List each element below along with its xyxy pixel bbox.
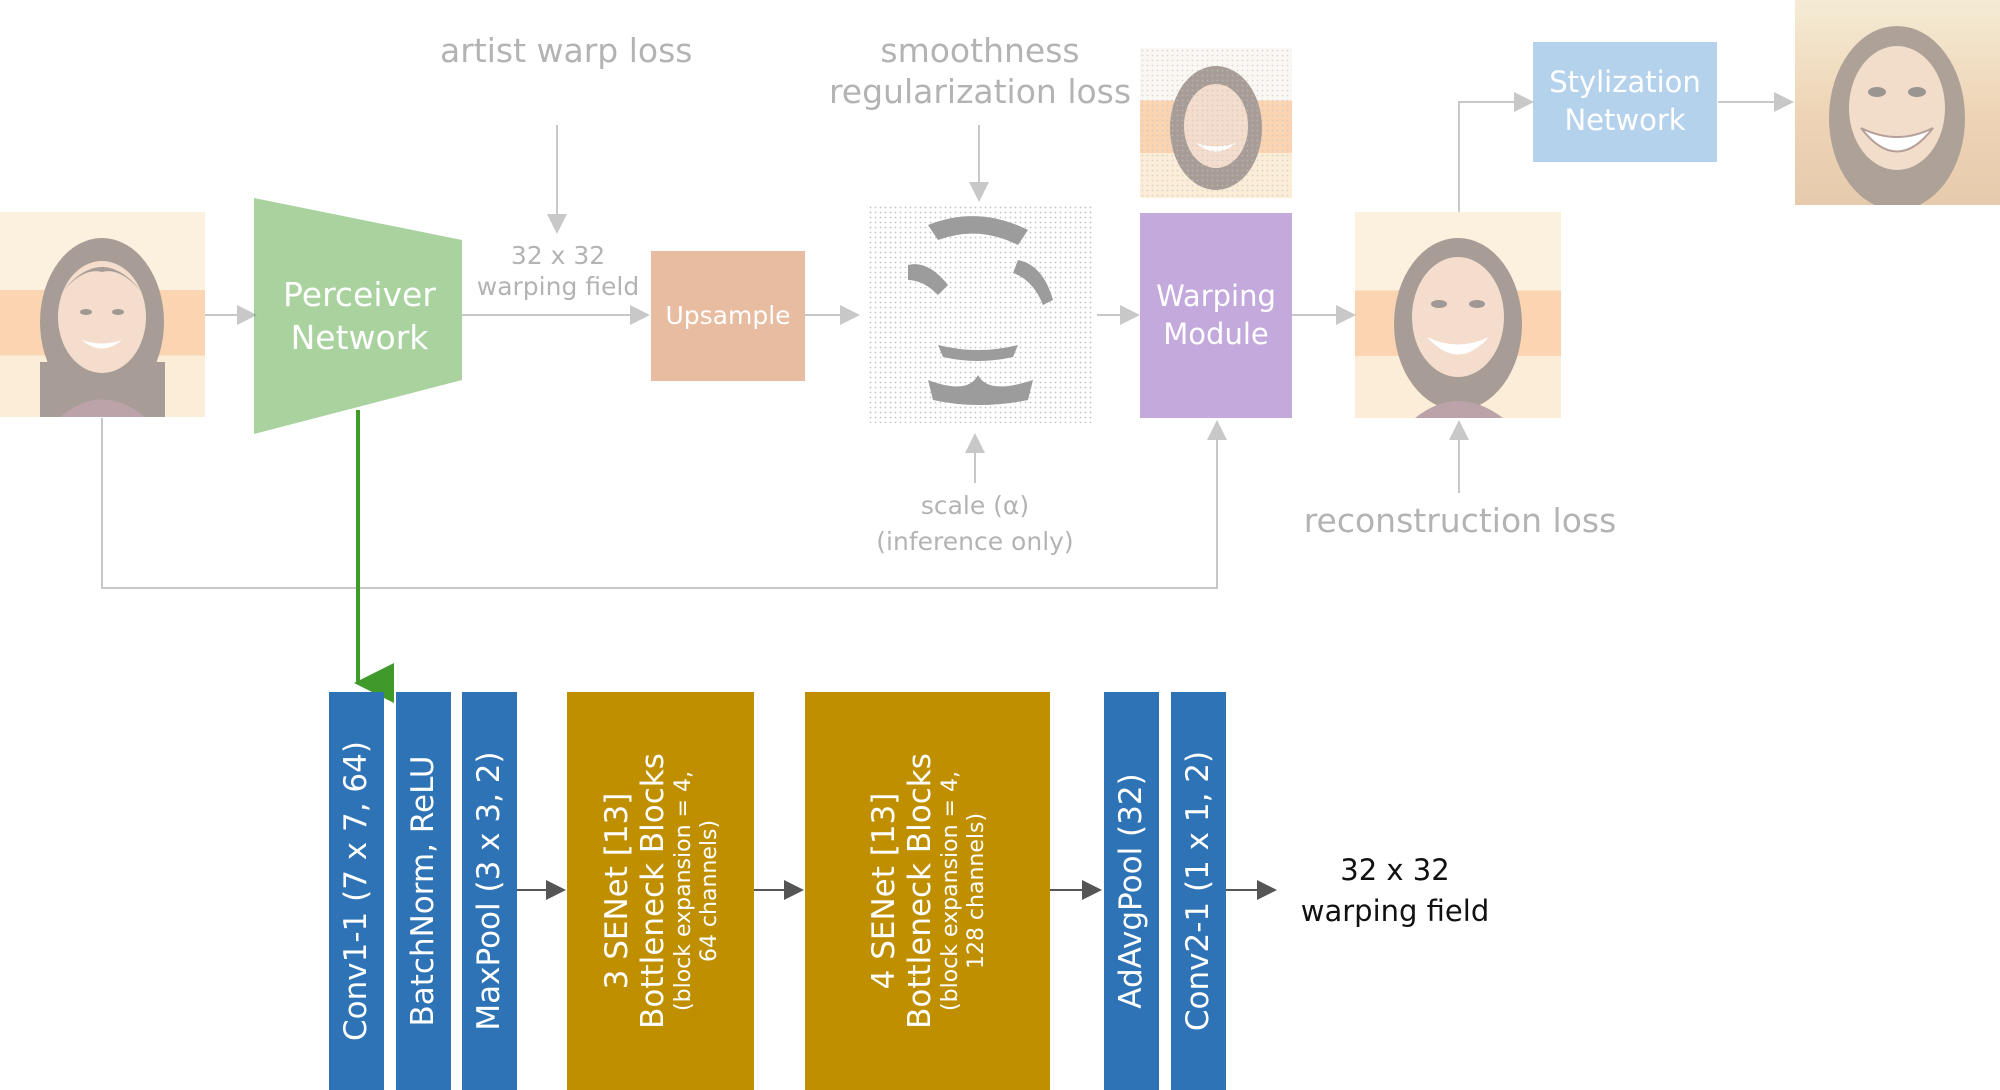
senet4-block: 4 SENet [13] Bottleneck Blocks (block ex…	[805, 692, 1050, 1090]
conv2-label: Conv2-1 (1 x 1, 2)	[1179, 750, 1216, 1032]
senet4-detail-2: 128 channels)	[963, 812, 989, 970]
skip-connection-line	[101, 418, 1227, 589]
scale-alpha-label: scale (α)	[920, 491, 1030, 520]
stylization-network-block: Stylization Network	[1533, 42, 1717, 162]
senet3-detail-2: 64 channels)	[696, 819, 722, 963]
inference-only-label: (inference only)	[876, 527, 1074, 556]
output-label-line-2: warping field	[1300, 893, 1490, 928]
senet4-detail-1: (block expansion = 4,	[937, 771, 963, 1011]
adavgpool-label: AdAvgPool (32)	[1112, 773, 1149, 1009]
batchnorm-label: BatchNorm, ReLU	[404, 755, 441, 1027]
output-label-line-1: 32 x 32	[1340, 853, 1450, 887]
warping-module-block: Warping Module	[1140, 213, 1292, 418]
output-warping-field-label: 32 x 32 warping field	[1285, 850, 1505, 931]
senet3-detail-1: (block expansion = 4,	[670, 771, 696, 1011]
conv2-block: Conv2-1 (1 x 1, 2)	[1171, 692, 1226, 1090]
warping-field-visualization	[868, 205, 1092, 423]
batchnorm-relu-block: BatchNorm, ReLU	[396, 692, 451, 1090]
adavgpool-block: AdAvgPool (32)	[1104, 692, 1159, 1090]
caricature-result-image	[1795, 0, 2000, 205]
artist-warp-loss-label: artist warp loss	[440, 31, 693, 70]
maxpool-label: MaxPool (3 x 3, 2)	[470, 751, 507, 1031]
senet3-subtitle: Bottleneck Blocks	[634, 753, 671, 1029]
senet4-title: 4 SENet [13]	[865, 792, 902, 990]
reconstruction-loss-label: reconstruction loss	[1303, 501, 1617, 540]
senet4-subtitle: Bottleneck Blocks	[901, 753, 938, 1029]
input-face-image	[0, 212, 205, 417]
perceiver-network-block	[254, 198, 462, 434]
conv1-label: Conv1-1 (7 x 7, 64)	[337, 741, 374, 1041]
warping-field-label: 32 x 32 warping field	[476, 241, 640, 302]
perceiver-network-label: Perceiver Network	[283, 275, 436, 357]
arrow-output-to-stylization	[1458, 92, 1534, 212]
smoothness-illustration-image	[1140, 48, 1292, 198]
upsample-block: Upsample	[651, 251, 805, 381]
maxpool-block: MaxPool (3 x 3, 2)	[462, 692, 517, 1090]
portrait-illustration	[40, 238, 165, 417]
warped-face-image	[1355, 212, 1561, 418]
senet3-block: 3 SENet [13] Bottleneck Blocks (block ex…	[567, 692, 754, 1090]
conv1-block: Conv1-1 (7 x 7, 64)	[329, 692, 384, 1090]
senet3-title: 3 SENet [13]	[598, 792, 635, 990]
smoothness-loss-label: smoothness regularization loss	[828, 31, 1132, 112]
